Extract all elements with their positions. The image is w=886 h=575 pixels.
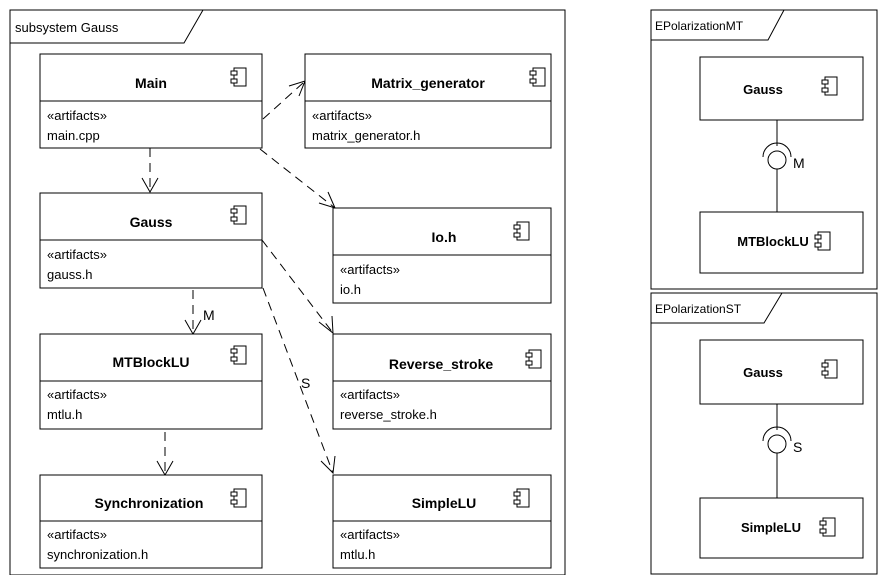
component-main: Main «artifacts» main.cpp — [39, 53, 263, 149]
component-title: Main — [135, 75, 167, 91]
component-file: reverse_stroke.h — [340, 407, 437, 422]
component-file: main.cpp — [47, 128, 100, 143]
component-stereotype: «artifacts» — [47, 527, 107, 542]
interface-label: S — [793, 439, 802, 455]
component-stereotype: «artifacts» — [47, 387, 107, 402]
component-file: synchronization.h — [47, 547, 148, 562]
interface-label: M — [793, 155, 805, 171]
component-stereotype: «artifacts» — [47, 247, 107, 262]
provided-interface-ball — [767, 434, 787, 454]
component-title: MTBlockLU — [737, 234, 809, 249]
edge-gauss-reverse-stroke — [261, 239, 334, 334]
component-stereotype: «artifacts» — [47, 108, 107, 123]
panel-bottom-component — [699, 211, 864, 274]
component-title: SimpleLU — [741, 520, 801, 535]
component-title: Gauss — [743, 82, 783, 97]
component-title: SimpleLU — [412, 495, 477, 511]
component-title: Matrix_generator — [371, 75, 485, 91]
frame-epolarization-st: EPolarizationST Gauss S SimpleLU — [650, 292, 878, 575]
component-file: gauss.h — [47, 267, 93, 282]
edge-label-m: M — [203, 307, 215, 323]
edge-gauss-simplelu — [262, 287, 334, 474]
required-interface-socket — [762, 426, 792, 442]
component-io: Io.h «artifacts» io.h — [332, 207, 552, 304]
component-stereotype: «artifacts» — [340, 527, 400, 542]
required-interface-socket — [762, 142, 792, 158]
component-mtblocklu: MTBlockLU «artifacts» mtlu.h — [39, 333, 263, 430]
frame-subsystem-gauss: subsystem Gauss — [9, 9, 566, 575]
frame-label: subsystem Gauss — [15, 20, 119, 35]
component-simplelu: SimpleLU «artifacts» mtlu.h — [332, 474, 552, 569]
dependency-edges — [149, 82, 336, 474]
panel-bottom-component — [699, 497, 864, 559]
component-title: MTBlockLU — [113, 354, 190, 370]
panel-top-component — [699, 339, 864, 405]
component-reverse-stroke: Reverse_stroke «artifacts» reverse_strok… — [332, 333, 552, 430]
component-matrix-generator: Matrix_generator «artifacts» matrix_gene… — [304, 53, 552, 149]
component-stereotype: «artifacts» — [340, 387, 400, 402]
component-title: Reverse_stroke — [389, 356, 494, 372]
frame-label: EPolarizationMT — [655, 19, 744, 33]
component-file: io.h — [340, 282, 361, 297]
provided-interface-ball — [767, 150, 787, 170]
edge-main-io — [259, 148, 336, 209]
arrowhead — [320, 455, 336, 475]
edge-main-matrix-generator — [262, 82, 304, 120]
component-stereotype: «artifacts» — [312, 108, 372, 123]
component-file: mtlu.h — [47, 407, 82, 422]
frame-epolarization-mt: EPolarizationMT Gauss M MTBlockLU — [650, 9, 878, 290]
component-stereotype: «artifacts» — [340, 262, 400, 277]
component-title: Gauss — [743, 365, 783, 380]
component-title: Io.h — [432, 229, 457, 245]
component-file: matrix_generator.h — [312, 128, 420, 143]
component-gauss: Gauss «artifacts» gauss.h — [39, 192, 263, 289]
component-synchronization: Synchronization «artifacts» synchronizat… — [39, 474, 263, 569]
arrowhead — [141, 177, 159, 194]
component-file: mtlu.h — [340, 547, 375, 562]
frame-label: EPolarizationST — [655, 302, 742, 316]
arrowhead — [318, 315, 334, 335]
edge-label-s: S — [301, 375, 310, 391]
component-title: Synchronization — [95, 495, 204, 511]
component-title: Gauss — [130, 214, 173, 230]
